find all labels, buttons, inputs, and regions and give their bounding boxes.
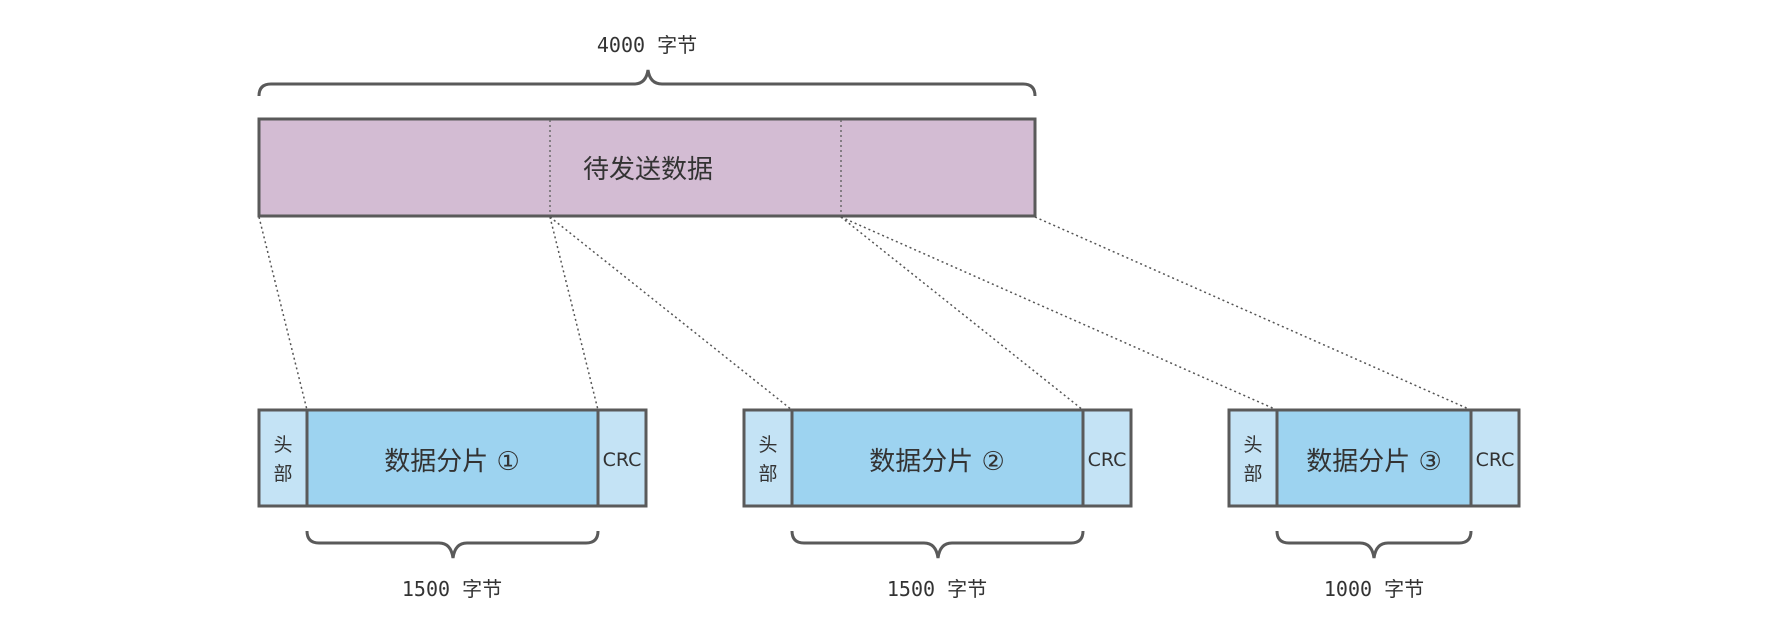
fragment-data-cell xyxy=(790,408,1085,508)
fragment-size-brace xyxy=(305,530,600,559)
fragment-size-brace xyxy=(1275,530,1473,559)
source-size-label: 4000 字节 xyxy=(597,33,697,57)
fragment-data-label: 数据分片 ② xyxy=(869,447,1005,477)
fragment-size-label: 1500 字节 xyxy=(887,577,987,601)
fragment-header-label-bottom: 部 xyxy=(758,463,777,485)
fragment-header-cell xyxy=(257,408,309,508)
mapping-line xyxy=(258,216,308,411)
fragment-size-brace xyxy=(790,530,1085,559)
mapping-lines xyxy=(258,216,1472,411)
mapping-line xyxy=(549,216,793,411)
fragment-header-label-bottom: 部 xyxy=(273,463,292,485)
fragment-header-label-top: 头 xyxy=(1243,434,1262,456)
fragment-header-label-top: 头 xyxy=(273,434,292,456)
fragment-crc-cell xyxy=(596,408,648,508)
fragment-crc-label: CRC xyxy=(603,449,642,471)
fragment-1: 头 部 数据分片 ① CRC 1500 字节 xyxy=(257,408,648,601)
fragment-size-label: 1000 字节 xyxy=(1324,577,1424,601)
fragment-crc-label: CRC xyxy=(1476,449,1515,471)
fragment-size-label: 1500 字节 xyxy=(402,577,502,601)
source-size-brace xyxy=(257,69,1037,97)
fragment-header-label-top: 头 xyxy=(758,434,777,456)
source-data-block xyxy=(257,117,1037,218)
fragment-data-label: 数据分片 ③ xyxy=(1306,447,1442,477)
mapping-line xyxy=(549,216,599,411)
mapping-line xyxy=(840,216,1278,411)
fragment-header-label-bottom: 部 xyxy=(1243,463,1262,485)
fragment-crc-cell xyxy=(1081,408,1133,508)
fragment-crc-cell xyxy=(1469,408,1521,508)
source-data-label: 待发送数据 xyxy=(583,155,713,185)
fragment-data-label: 数据分片 ① xyxy=(384,447,520,477)
fragment-header-cell xyxy=(742,408,794,508)
fragment-3: 头 部 数据分片 ③ CRC 1000 字节 xyxy=(1227,408,1521,601)
fragment-data-cell xyxy=(1275,408,1473,508)
fragment-data-cell xyxy=(305,408,600,508)
fragment-crc-label: CRC xyxy=(1088,449,1127,471)
fragment-header-cell xyxy=(1227,408,1279,508)
fragment-2: 头 部 数据分片 ② CRC 1500 字节 xyxy=(742,408,1133,601)
mapping-line xyxy=(1034,216,1472,411)
mapping-line xyxy=(840,216,1084,411)
